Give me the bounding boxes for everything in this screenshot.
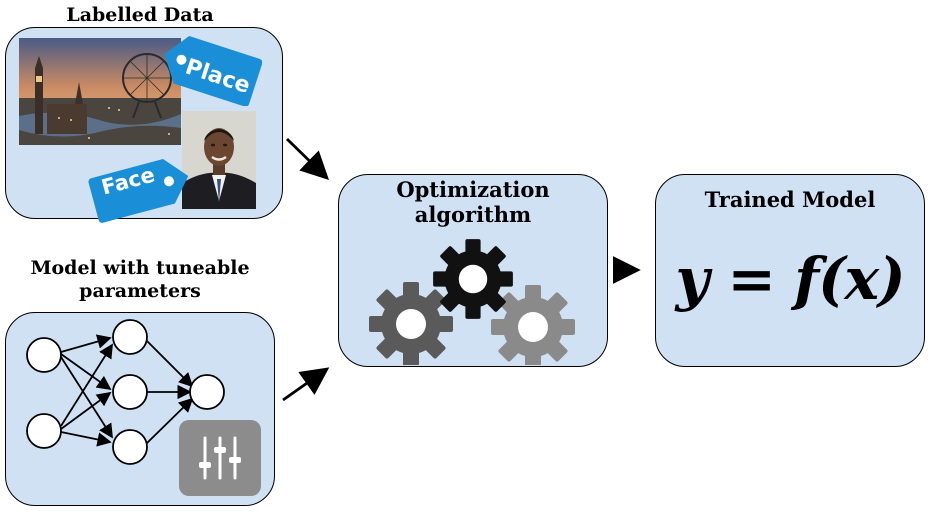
optimizer-title: Optimization algorithm [339, 177, 607, 227]
gears [369, 239, 575, 365]
face-photo [182, 111, 256, 209]
model-title-line2: parameters [79, 279, 201, 302]
model-title: Model with tuneable parameters [10, 257, 270, 303]
trained-model-title: Trained Model [704, 187, 876, 212]
optimizer-panel: Optimization algorithm [338, 174, 608, 367]
neural-network-icon [26, 319, 225, 465]
gear-icon [433, 239, 513, 319]
city-photo [19, 38, 181, 145]
tag-icon [164, 35, 262, 106]
model-title-line1: Model with tuneable [30, 257, 250, 279]
gear-icon [491, 285, 575, 365]
tag-icon [88, 159, 189, 223]
optimizer-title-line2: algorithm [414, 202, 532, 228]
gear-icon [369, 282, 453, 365]
optimizer-title-line1: Optimization [396, 177, 550, 202]
equation: y = f(x) [675, 245, 905, 313]
sliders-icon[interactable] [179, 420, 261, 496]
labelled-data-panel: Place Face [5, 27, 283, 223]
trained-model-panel: Trained Model y = f(x) [655, 174, 925, 367]
labelled-data-title: Labelled Data [66, 4, 214, 26]
model-panel [5, 312, 275, 506]
